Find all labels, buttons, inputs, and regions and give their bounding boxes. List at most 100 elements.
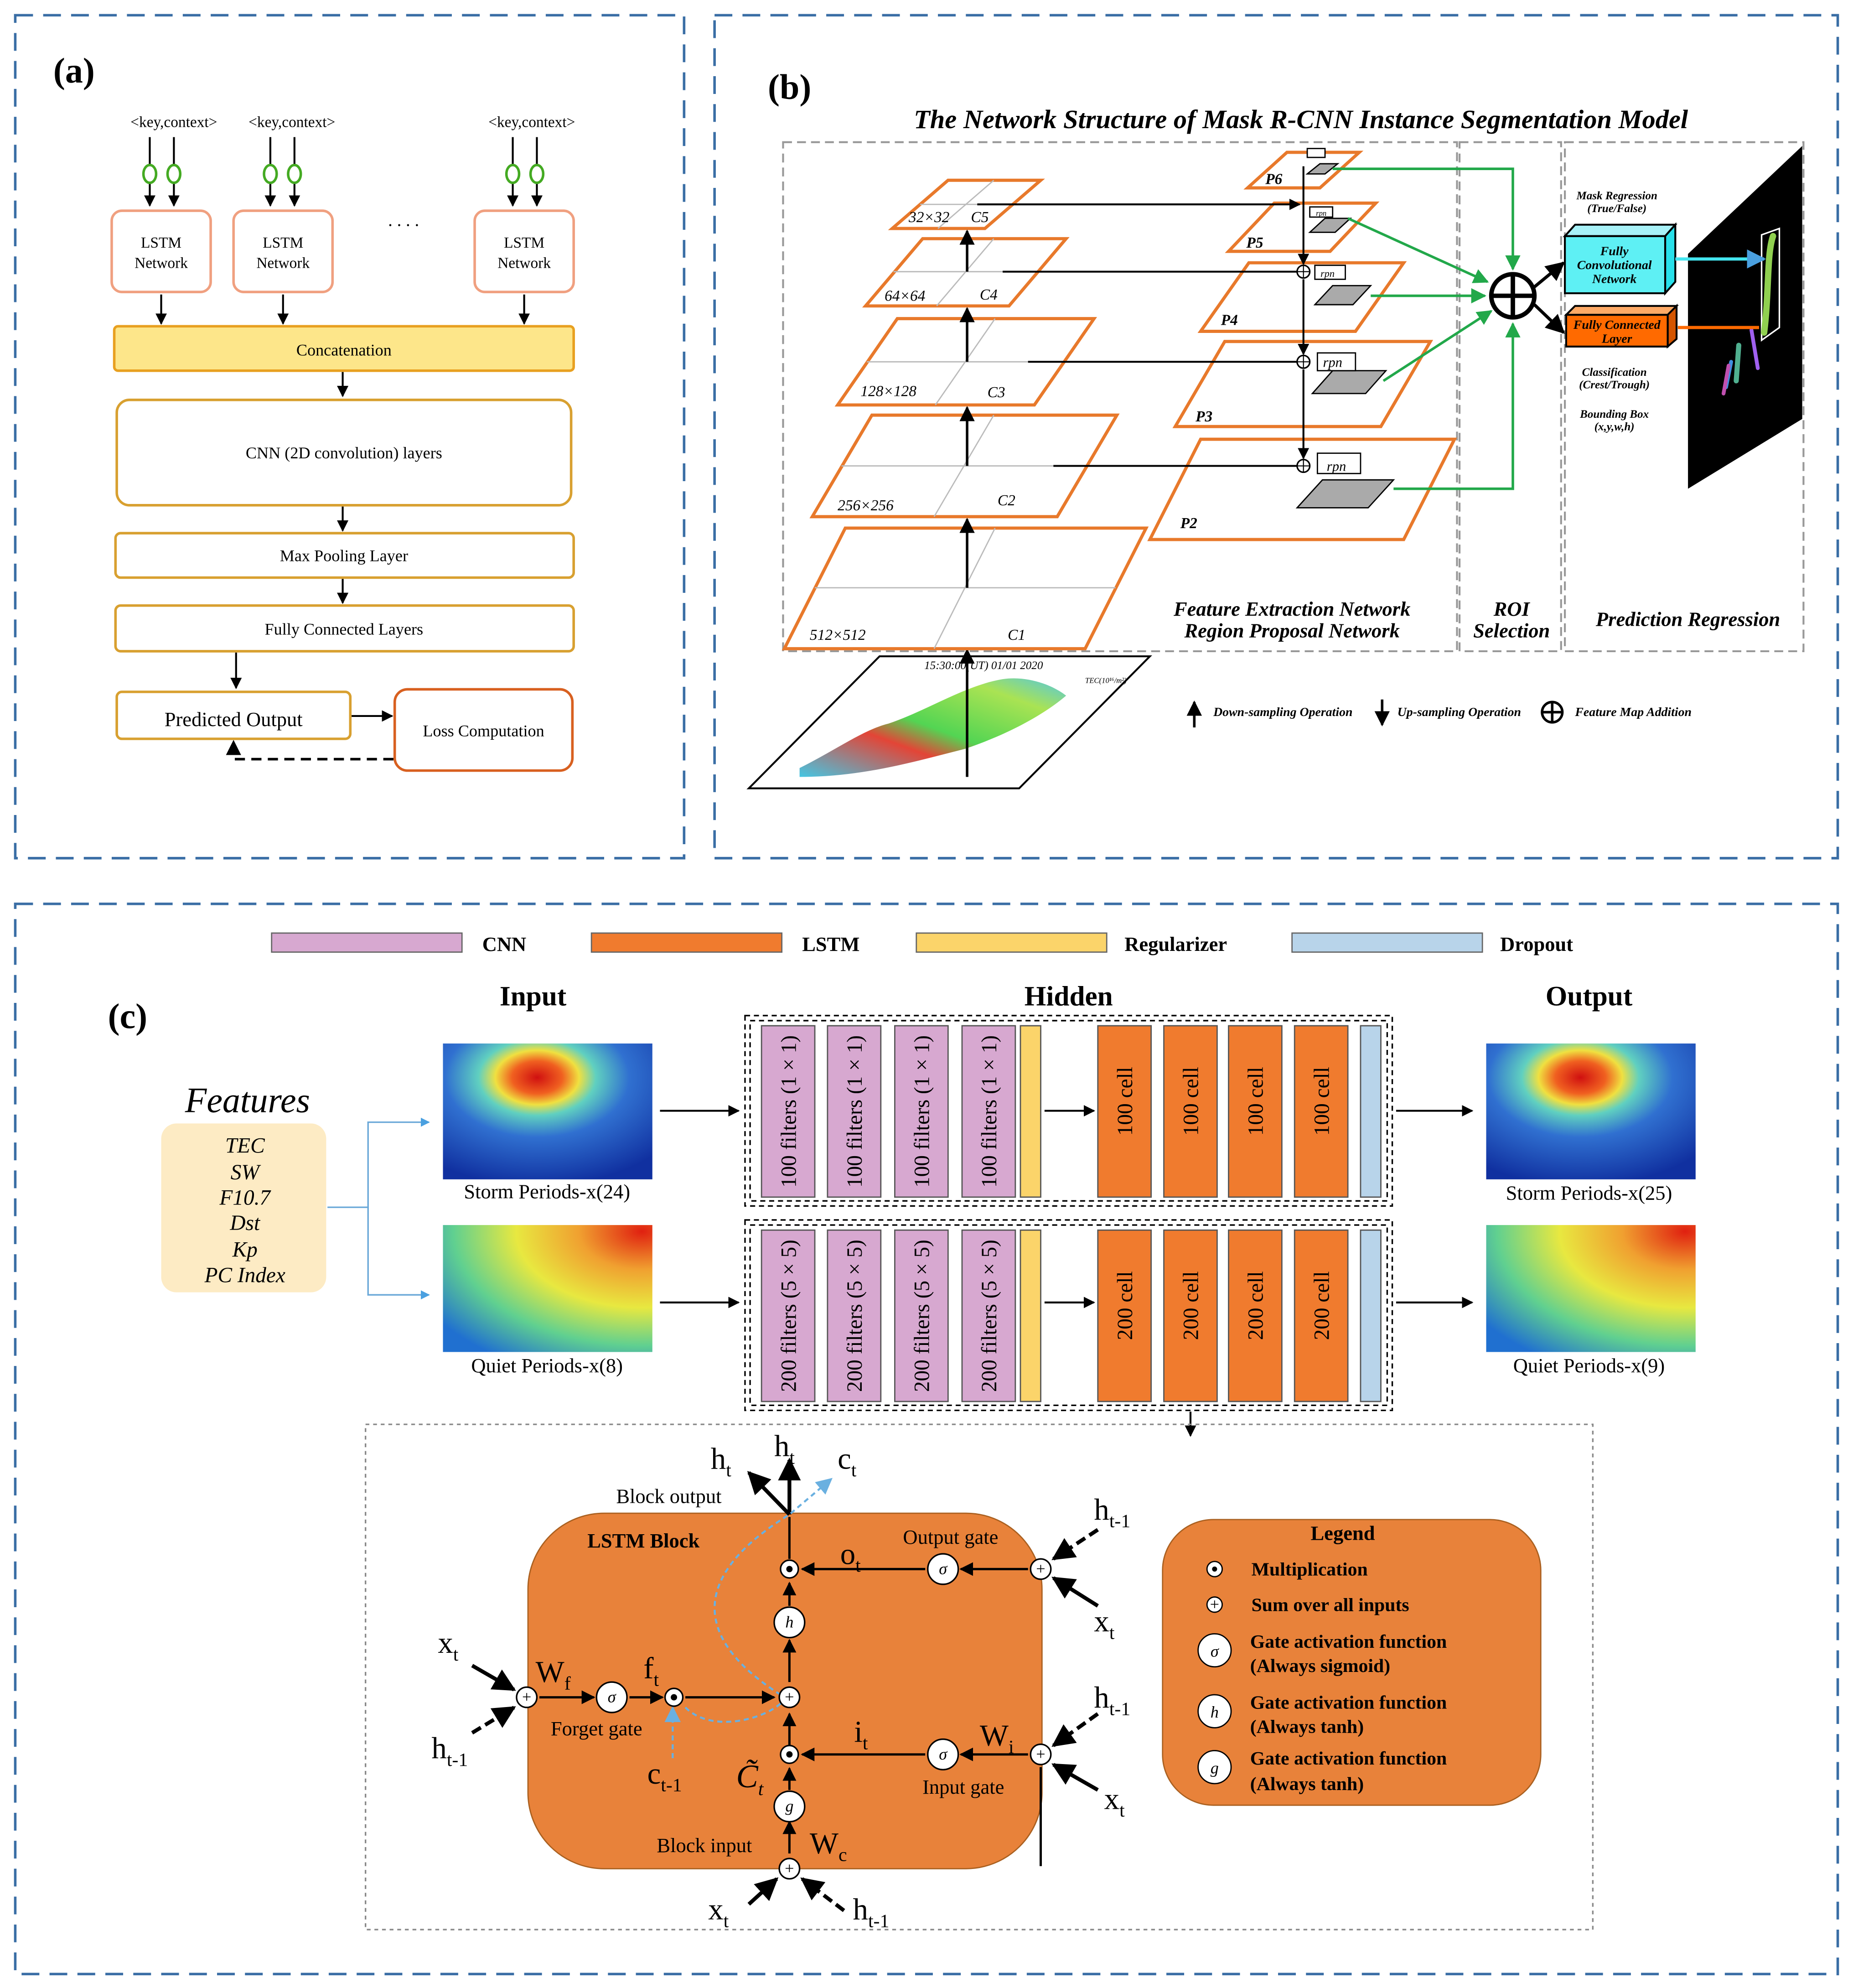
- cnn-layer-label: 200 filters (5 × 5): [978, 1240, 1001, 1392]
- c2-label: C2: [998, 492, 1015, 509]
- c4-size: 64×64: [885, 288, 925, 305]
- svg-text:+: +: [1036, 1745, 1045, 1763]
- svg-text:Network: Network: [256, 254, 310, 271]
- fully-connected-layer-box: Fully Connected Layer: [1563, 303, 1679, 349]
- lstm-block-title: LSTM Block: [587, 1529, 699, 1552]
- input-gate-label: Input gate: [922, 1775, 1004, 1798]
- region-proposal-label: Region Proposal Network: [1184, 619, 1399, 642]
- svg-text:Network: Network: [1592, 272, 1636, 286]
- quiet-lstm-layer: [1097, 1229, 1152, 1402]
- svg-text:Kp: Kp: [232, 1238, 258, 1262]
- cnn-layer-label: 100 filters (1 × 1): [978, 1035, 1001, 1188]
- svg-text:Up-sampling Operation: Up-sampling Operation: [1398, 705, 1521, 719]
- cnn-layer-label: 200 filters (5 × 5): [777, 1240, 801, 1392]
- svg-text:Feature Map Addition: Feature Map Addition: [1574, 705, 1692, 719]
- tec-map-input: 15:30:00(UT) 01/01 2020 TEC(10¹⁶/m²): [746, 655, 1152, 789]
- storm-cnn-layer: [894, 1025, 949, 1198]
- svg-text:xt: xt: [708, 1893, 729, 1932]
- rpn-label: rpn: [1323, 354, 1342, 370]
- c1-size: 512×512: [810, 627, 866, 644]
- svg-text:Mask Regression: Mask Regression: [1576, 190, 1657, 202]
- storm-output-map: [1486, 1043, 1696, 1179]
- output-gate-label: Output gate: [903, 1526, 998, 1548]
- loss-computation: Loss Computation: [423, 721, 544, 740]
- p2-label: P2: [1180, 515, 1197, 532]
- svg-text:ht-1: ht-1: [1094, 1493, 1130, 1532]
- p4-label: P4: [1221, 312, 1238, 329]
- svg-text:15:30:00(UT) 01/01 2020: 15:30:00(UT) 01/01 2020: [924, 659, 1043, 672]
- svg-text:C̃t: C̃t: [736, 1758, 764, 1800]
- hidden-title: Hidden: [1025, 981, 1113, 1012]
- svg-text:Sum over all inputs: Sum over all inputs: [1252, 1594, 1409, 1615]
- svg-text:TEC(10¹⁶/m²): TEC(10¹⁶/m²): [1085, 676, 1127, 685]
- svg-text:ht: ht: [774, 1429, 795, 1469]
- svg-text:ct-1: ct-1: [647, 1757, 682, 1796]
- svg-text:Gate activation function: Gate activation function: [1250, 1692, 1447, 1713]
- p5-label: P5: [1246, 234, 1263, 251]
- storm-cnn-layer: [961, 1025, 1016, 1198]
- quiet-output-map: [1486, 1225, 1696, 1352]
- quiet-input-map: [443, 1225, 652, 1352]
- p6-label: P6: [1265, 171, 1282, 188]
- svg-text:(Crest/Trough): (Crest/Trough): [1579, 379, 1650, 391]
- backbone-feature-maps: [782, 178, 1149, 650]
- storm-cnn-layer: [761, 1025, 816, 1198]
- cnn-layer-label: 100 filters (1 × 1): [777, 1035, 801, 1188]
- lstm-layer-label: 100 cell: [1244, 1067, 1268, 1136]
- svg-text:Gate activation function: Gate activation function: [1250, 1748, 1447, 1769]
- c2-size: 256×256: [838, 497, 894, 514]
- roi-label: ROI: [1493, 597, 1531, 620]
- svg-text:ot: ot: [840, 1537, 861, 1576]
- svg-text:LSTM: LSTM: [263, 234, 303, 251]
- quiet-regularizer-layer: [1020, 1229, 1041, 1402]
- feature-extraction-label: Feature Extraction Network: [1173, 597, 1410, 620]
- fully-connected-layers: Fully Connected Layers: [265, 620, 424, 638]
- concatenation-layer: Concatenation: [296, 341, 392, 359]
- c5-label: C5: [971, 209, 989, 226]
- cnn-layers: CNN (2D convolution) layers: [246, 444, 442, 462]
- quiet-input-caption: Quiet Periods-x(8): [471, 1354, 623, 1377]
- svg-text:ht-1: ht-1: [853, 1893, 890, 1932]
- input-label: <key,context>: [130, 114, 217, 130]
- panel-c: (c) CNN LSTM Regularizer Dropout Input H…: [14, 903, 1839, 1976]
- panel-b-legend: Down-sampling Operation Up-sampling Oper…: [1186, 699, 1692, 727]
- lstm-layer-label: 200 cell: [1113, 1271, 1137, 1340]
- svg-text:(Always tanh): (Always tanh): [1250, 1774, 1364, 1795]
- input-title: Input: [500, 981, 567, 1012]
- lstm-network-box: LSTM Network: [473, 209, 575, 293]
- lstm-layer-label: 100 cell: [1310, 1067, 1334, 1136]
- svg-text:ht: ht: [711, 1442, 731, 1481]
- svg-text:σ: σ: [939, 1560, 947, 1578]
- layer-type-legend: CNN LSTM Regularizer Dropout: [271, 932, 1573, 955]
- svg-text:(Always tanh): (Always tanh): [1250, 1717, 1364, 1738]
- svg-text:+: +: [785, 1859, 794, 1877]
- svg-text:F10.7: F10.7: [219, 1186, 271, 1210]
- svg-text:(True/False): (True/False): [1587, 202, 1646, 215]
- svg-text:SW: SW: [231, 1161, 261, 1184]
- quiet-lstm-layer: [1294, 1229, 1349, 1402]
- storm-lstm-layer: [1228, 1025, 1283, 1198]
- quiet-dropout-layer: [1360, 1229, 1382, 1402]
- svg-text:(x,y,w,h): (x,y,w,h): [1594, 421, 1635, 433]
- storm-lstm-layer: [1163, 1025, 1218, 1198]
- svg-text:Dropout: Dropout: [1500, 933, 1573, 955]
- svg-text:xt: xt: [1094, 1604, 1114, 1644]
- svg-text:Wf: Wf: [536, 1655, 571, 1694]
- svg-text:σ: σ: [1211, 1642, 1219, 1660]
- svg-text:ct: ct: [838, 1442, 857, 1481]
- block-input-label: Block input: [657, 1834, 752, 1857]
- panel-b-label: (b): [768, 67, 811, 107]
- prediction-regression-label: Prediction Regression: [1595, 607, 1780, 630]
- panel-c-label: (c): [108, 997, 147, 1036]
- storm-input-caption: Storm Periods-x(24): [464, 1180, 630, 1203]
- svg-text:Multiplication: Multiplication: [1252, 1559, 1368, 1580]
- svg-text:xt: xt: [1104, 1782, 1125, 1822]
- svg-text:Wc: Wc: [810, 1827, 847, 1866]
- storm-output-caption: Storm Periods-x(25): [1506, 1181, 1672, 1204]
- ellipsis: . . . .: [388, 210, 419, 230]
- panel-a-label: (a): [53, 51, 95, 90]
- quiet-output-caption: Quiet Periods-x(9): [1513, 1354, 1665, 1377]
- output-title: Output: [1546, 981, 1633, 1012]
